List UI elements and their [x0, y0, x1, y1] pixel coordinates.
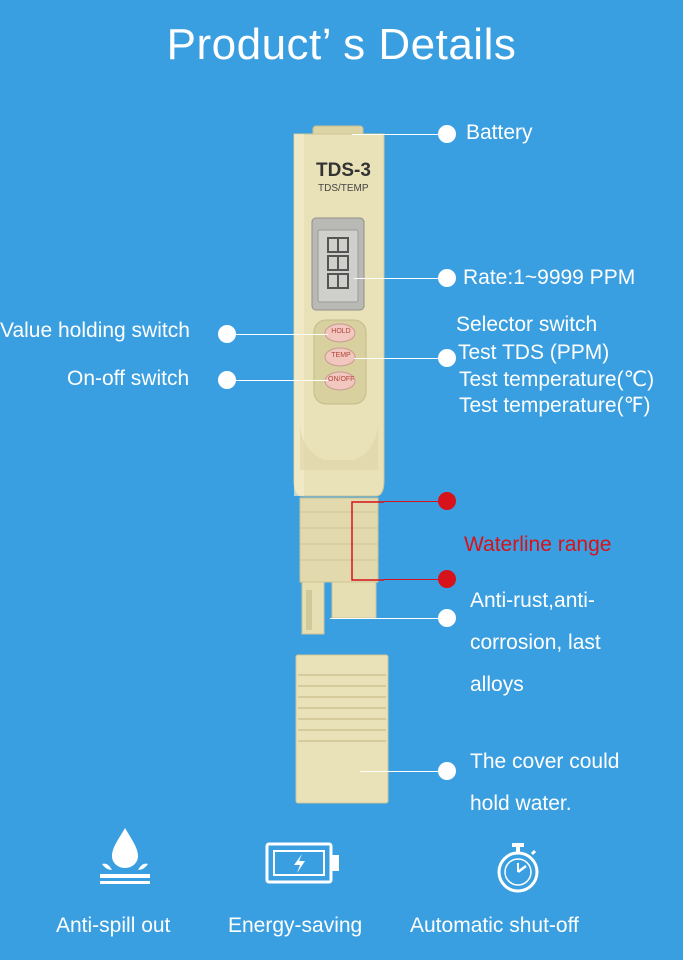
- feature-anti-spill-label: Anti-spill out: [56, 914, 171, 937]
- selector-label: Selector switch: [456, 313, 598, 336]
- cover-label-1: The cover could: [470, 750, 620, 773]
- device-subtitle: TDS/TEMP: [318, 183, 369, 194]
- device-model: TDS-3: [316, 160, 371, 181]
- alloy-label-2: corrosion, last: [470, 631, 601, 654]
- cover-leader: [360, 771, 442, 772]
- on-off-label: On-off switch: [67, 367, 190, 390]
- battery-leader: [352, 134, 442, 135]
- value-holding-label: Value holding switch: [0, 319, 190, 342]
- feature-energy-saving-label: Energy-saving: [228, 914, 363, 937]
- alloy-label-3: alloys: [470, 673, 524, 696]
- waterline-label: Waterline range: [464, 533, 612, 556]
- battery-dot: [438, 125, 456, 143]
- waterline-top-dot: [438, 492, 456, 510]
- water-drop-icon: [100, 828, 150, 884]
- hold-button: HOLD: [331, 328, 351, 335]
- test-temp-f-label: Test temperature(℉): [459, 394, 651, 417]
- rate-leader: [354, 278, 442, 279]
- alloy-leader: [330, 618, 442, 619]
- selector-leader: [354, 358, 442, 359]
- onoff-dot: [218, 371, 236, 389]
- selector-dot: [438, 349, 456, 367]
- rate-label: Rate:1~9999 PPM: [463, 266, 636, 289]
- cover-dot: [438, 762, 456, 780]
- stopwatch-icon: [497, 843, 539, 893]
- tds-meter-illustration: [293, 125, 389, 804]
- alloy-label-1: Anti-rust,anti-: [470, 589, 595, 612]
- onoff-button: ON/OFF: [328, 376, 355, 383]
- alloy-dot: [438, 609, 456, 627]
- waterline-bottom-leader: [384, 579, 442, 580]
- test-temp-c-label: Test temperature(℃): [459, 368, 655, 391]
- hold-leader: [232, 334, 328, 335]
- cover-label-2: hold water.: [470, 792, 572, 815]
- battery-label: Battery: [466, 121, 533, 144]
- waterline-bottom-dot: [438, 570, 456, 588]
- page-title: Product’ s Details: [166, 20, 517, 69]
- onoff-leader: [232, 380, 328, 381]
- hold-dot: [218, 325, 236, 343]
- temp-button: TEMP: [331, 352, 351, 359]
- feature-auto-shutoff-label: Automatic shut-off: [410, 914, 579, 937]
- waterline-top-leader: [384, 501, 442, 502]
- battery-icon: [265, 842, 339, 884]
- rate-dot: [438, 269, 456, 287]
- test-tds-label: Test TDS (PPM): [458, 341, 610, 364]
